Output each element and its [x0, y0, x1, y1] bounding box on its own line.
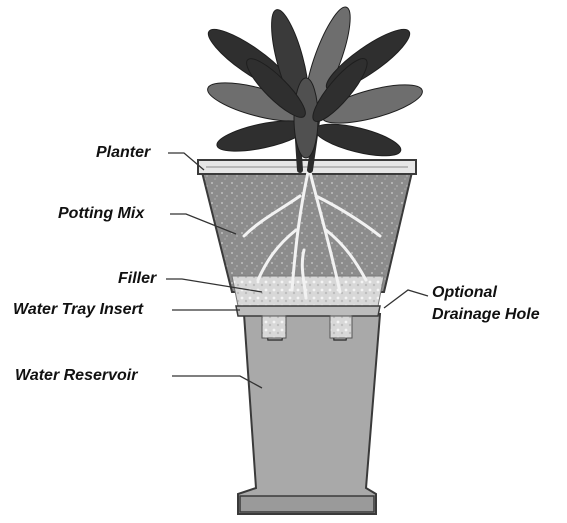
water-reservoir-vessel: [238, 314, 380, 514]
label-water-reservoir: Water Reservoir: [15, 367, 137, 385]
wick-cup-right: [330, 316, 352, 338]
label-planter: Planter: [96, 144, 150, 162]
drainage-hole-leader-line: [384, 290, 428, 308]
reservoir-base: [240, 496, 374, 512]
plant-leaves: [202, 3, 426, 162]
label-optional-drainage-line1: Optional: [432, 284, 497, 302]
label-water-tray-insert: Water Tray Insert: [13, 301, 143, 319]
label-optional-drainage-line2: Drainage Hole: [432, 306, 540, 324]
potting-mix-area: [202, 172, 412, 292]
label-potting-mix: Potting Mix: [58, 205, 144, 223]
wick-cup-left: [262, 316, 286, 338]
label-filler: Filler: [118, 270, 156, 288]
